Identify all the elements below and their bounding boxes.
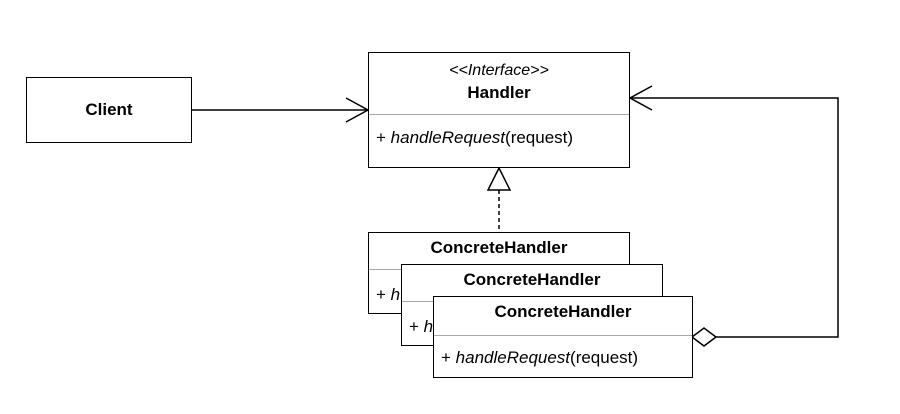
- concrete-handler-name: ConcreteHandler: [463, 270, 601, 289]
- handler-stereotype: <<Interface>>: [449, 62, 549, 79]
- realization-triangle: [486, 166, 512, 191]
- concrete-handler-name: ConcreteHandler: [430, 238, 568, 257]
- concrete-handler-method-params: (request): [570, 348, 639, 367]
- concrete-handler-separator: [434, 335, 692, 336]
- concrete-handler-name: ConcreteHandler: [494, 302, 632, 321]
- concrete-handler-method: + handleRequest(request): [441, 348, 638, 368]
- handler-separator: [369, 114, 629, 115]
- concrete-handler-method-fragment: h: [390, 285, 401, 304]
- aggregation-line: [630, 97, 839, 338]
- handler-name: Handler: [467, 83, 531, 102]
- concrete-handler-method-prefix: +: [409, 317, 424, 336]
- concrete-handler-method-fragment: h: [423, 317, 434, 336]
- handler-interface-box[interactable]: <<Interface>> Handler + handleRequest(re…: [368, 52, 630, 168]
- concrete-handler-method-name: handleRequest: [455, 348, 571, 367]
- concrete-handler-box-front[interactable]: ConcreteHandler + handleRequest(request): [433, 296, 693, 378]
- handler-method: + handleRequest(request): [376, 128, 573, 148]
- client-class-box[interactable]: Client: [26, 77, 192, 143]
- aggregation-arrowhead: [628, 85, 653, 111]
- concrete-handler-method-prefix: +: [376, 285, 391, 304]
- client-label: Client: [85, 100, 133, 119]
- handler-method-prefix: +: [376, 128, 391, 147]
- concrete-handler-method-prefix: +: [441, 348, 456, 367]
- concrete-handler-method: + h: [376, 285, 400, 305]
- concrete-handler-method: + h: [409, 317, 433, 337]
- handler-method-params: (request): [505, 128, 574, 147]
- handler-method-name: handleRequest: [390, 128, 506, 147]
- aggregation-diamond: [690, 327, 718, 347]
